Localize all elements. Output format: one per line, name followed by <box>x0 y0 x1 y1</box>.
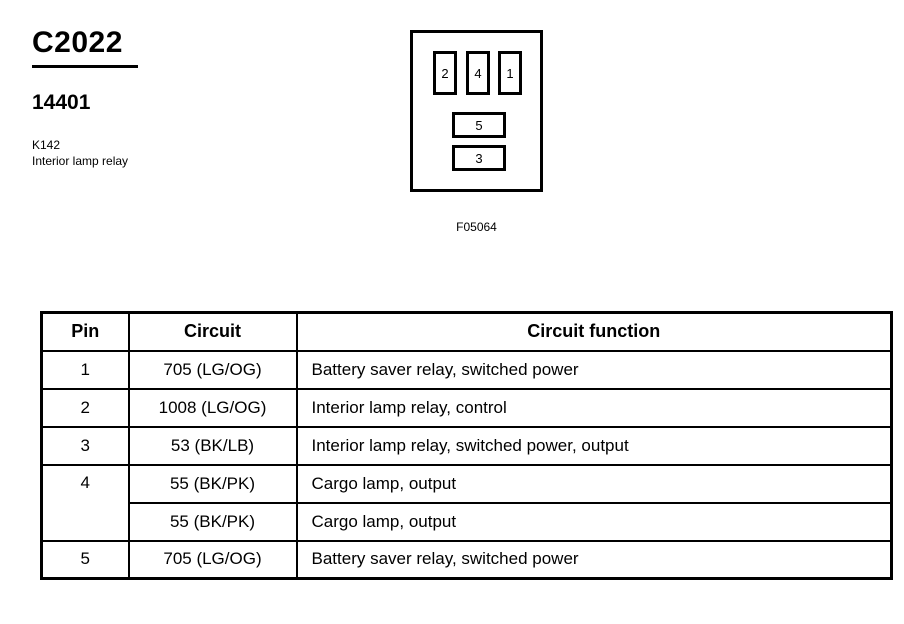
cell-function: Cargo lamp, output <box>295 463 893 504</box>
column-header-pin: Pin <box>40 311 130 352</box>
part-number: 14401 <box>32 91 91 114</box>
cell-pin: 5 <box>40 539 130 580</box>
cell-circuit: 53 (BK/LB) <box>127 425 298 466</box>
column-header-circuit: Circuit <box>127 311 298 352</box>
connector-header-block: C2022 14401 K142 Interior lamp relay <box>32 28 292 169</box>
component-code: K142 <box>32 138 61 152</box>
component-description: Interior lamp relay <box>32 154 129 169</box>
connector-face-diagram: 2 4 1 5 3 <box>410 30 543 192</box>
connector-pin-5: 5 <box>452 112 506 138</box>
cell-pin: 2 <box>40 387 130 428</box>
cell-function: Cargo lamp, output <box>295 501 893 542</box>
connector-id: C2022 <box>32 26 123 59</box>
cell-circuit: 705 (LG/OG) <box>127 539 298 580</box>
pinout-table: Pin Circuit Circuit function 1 705 (LG/O… <box>40 311 893 580</box>
table-row: 4 55 (BK/PK) Cargo lamp, output <box>40 463 893 542</box>
table-row: 55 (BK/PK) Cargo lamp, output <box>42 501 893 542</box>
table-row: 5 705 (LG/OG) Battery saver relay, switc… <box>40 539 893 580</box>
cell-function: Battery saver relay, switched power <box>295 349 893 390</box>
cell-pin: 4 <box>40 463 130 542</box>
cell-circuit: 55 (BK/PK) <box>127 501 298 542</box>
cell-circuit: 705 (LG/OG) <box>127 349 298 390</box>
connector-pin-1: 1 <box>498 51 522 95</box>
cell-function: Interior lamp relay, switched power, out… <box>295 425 893 466</box>
table-row: 3 53 (BK/LB) Interior lamp relay, switch… <box>40 425 893 466</box>
connector-pin-4: 4 <box>466 51 490 95</box>
cell-circuit: 55 (BK/PK) <box>127 463 298 504</box>
connector-id-underline <box>32 65 138 68</box>
cell-function: Battery saver relay, switched power <box>295 539 893 580</box>
table-row: 2 1008 (LG/OG) Interior lamp relay, cont… <box>40 387 893 428</box>
connector-pin-2: 2 <box>433 51 457 95</box>
cell-pin: 1 <box>40 349 130 390</box>
cell-pin: 3 <box>40 425 130 466</box>
column-header-function: Circuit function <box>295 311 893 352</box>
table-row: 1 705 (LG/OG) Battery saver relay, switc… <box>40 349 893 390</box>
connector-pin-3: 3 <box>452 145 506 171</box>
figure-caption: F05064 <box>456 220 497 234</box>
cell-function: Interior lamp relay, control <box>295 387 893 428</box>
cell-circuit: 1008 (LG/OG) <box>127 387 298 428</box>
table-header-row: Pin Circuit Circuit function <box>40 311 893 352</box>
